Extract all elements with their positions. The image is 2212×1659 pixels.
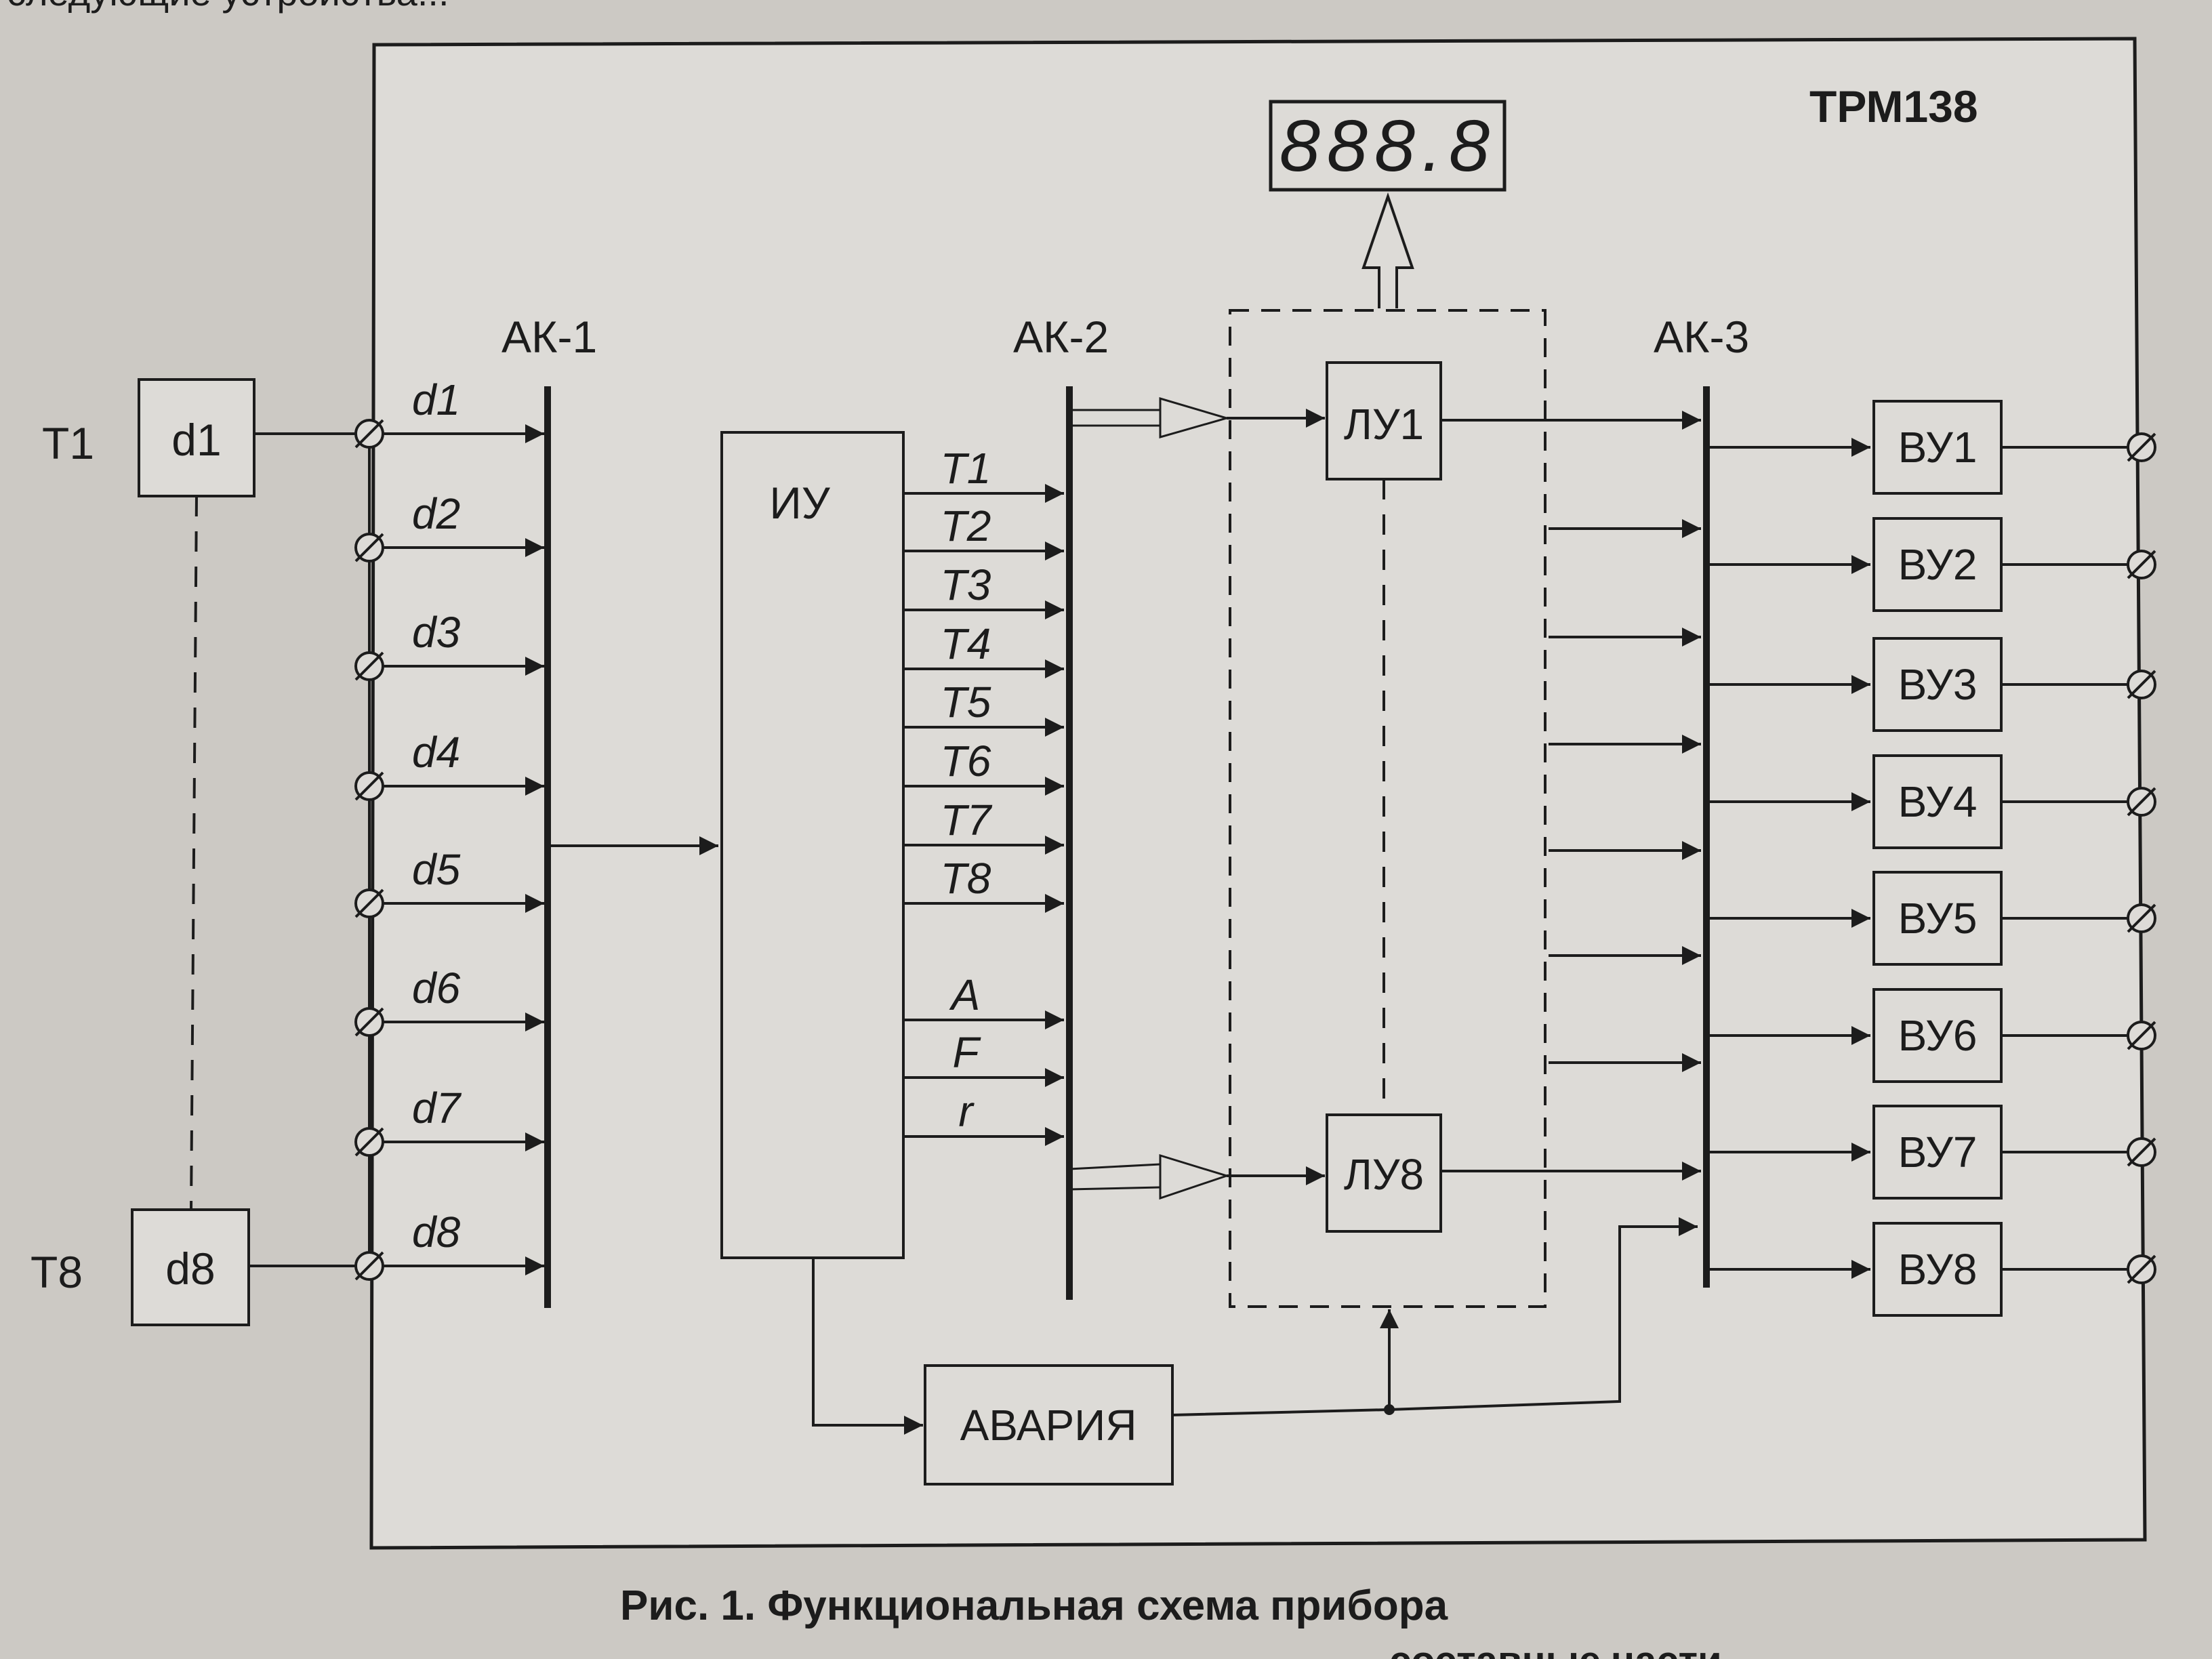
vu6-block bbox=[1872, 988, 2003, 1083]
alarm-label: АВАРИЯ bbox=[960, 1401, 1137, 1450]
input-label-d3: d3 bbox=[412, 608, 461, 657]
vu5-label: ВУ5 bbox=[1898, 894, 1978, 943]
vu6-label: ВУ6 bbox=[1898, 1011, 1978, 1060]
vu2-block bbox=[1872, 517, 2003, 612]
logic-block-dashed bbox=[1229, 309, 1547, 1308]
sensor-d8-box bbox=[131, 1208, 250, 1326]
terminal-slash-d1 bbox=[354, 419, 384, 449]
iu-output-label-A: A bbox=[949, 970, 981, 1019]
alarm-output-line bbox=[1172, 1217, 1698, 1416]
device-title: ТРМ138 bbox=[1809, 81, 1978, 131]
iu-output-label-T4: T4 bbox=[941, 619, 991, 668]
sensor-d1-box bbox=[138, 378, 255, 497]
alarm-block bbox=[924, 1364, 1174, 1486]
input-label-d4: d4 bbox=[412, 728, 460, 777]
vu7-label: ВУ7 bbox=[1898, 1128, 1978, 1176]
iu-output-label-T5: T5 bbox=[941, 678, 991, 726]
vu3-terminal-slash bbox=[2127, 670, 2156, 699]
ak1-label: АК-1 bbox=[501, 312, 597, 362]
iu-output-label-T7: T7 bbox=[941, 796, 993, 844]
alarm-junction-dot bbox=[1384, 1404, 1395, 1415]
vu1-terminal-slash bbox=[2127, 432, 2156, 462]
iu-to-alarm-line bbox=[812, 1258, 923, 1435]
ak2-to-lu8-hollow-arrow bbox=[1069, 1153, 1230, 1200]
vu1-label: ВУ1 bbox=[1898, 423, 1978, 472]
ak2-label: АК-2 bbox=[1013, 312, 1109, 362]
terminal-slash-d3 bbox=[354, 651, 384, 681]
vu3-label: ВУ3 bbox=[1898, 660, 1978, 709]
iu-output-label-F: F bbox=[952, 1028, 981, 1077]
terminal-slash-d4 bbox=[354, 771, 384, 801]
ak3-feed-group bbox=[1549, 519, 1701, 1072]
lu1-label: ЛУ1 bbox=[1344, 400, 1424, 449]
bottom-cutoff-text: составные части bbox=[1389, 1639, 1722, 1659]
terminal-slash-d7 bbox=[354, 1127, 384, 1157]
vu4-terminal-slash bbox=[2127, 787, 2156, 817]
terminal-slash-d6 bbox=[354, 1007, 384, 1037]
input-label-d1: d1 bbox=[412, 375, 460, 424]
iu-block bbox=[720, 431, 905, 1259]
vu4-block bbox=[1872, 754, 2003, 849]
terminal-slash-d5 bbox=[354, 888, 384, 918]
vu8-block bbox=[1872, 1222, 2003, 1317]
iu-label: ИУ bbox=[769, 478, 830, 528]
display-readout: 888.8 bbox=[1279, 104, 1496, 186]
ak3-label: АК-3 bbox=[1654, 312, 1749, 362]
lu8-label: ЛУ8 bbox=[1344, 1150, 1424, 1199]
ak1-input-group: d1 d2 d3 d4 d5 d6 d7 d8 bbox=[354, 375, 544, 1281]
display-arrow bbox=[1361, 192, 1414, 308]
iu-output-label-T1: T1 bbox=[941, 444, 991, 493]
vu7-terminal-slash bbox=[2127, 1137, 2156, 1167]
iu-output-label-T3: T3 bbox=[941, 560, 991, 609]
sensor-d1-label: d1 bbox=[171, 415, 221, 465]
vu8-label: ВУ8 bbox=[1898, 1245, 1978, 1294]
input-label-d2: d2 bbox=[412, 489, 460, 538]
terminal-slash-d2 bbox=[354, 533, 384, 562]
sensor-d8-label: d8 bbox=[165, 1244, 215, 1294]
ak2-to-lu1-hollow-arrow bbox=[1069, 396, 1231, 438]
digital-display bbox=[1269, 100, 1507, 192]
vu2-label: ВУ2 bbox=[1898, 540, 1978, 589]
input-label-d6: d6 bbox=[412, 964, 461, 1012]
input-t8-label: Т8 bbox=[30, 1247, 83, 1297]
vu7-block bbox=[1872, 1105, 2003, 1200]
figure-caption: Рис. 1. Функциональная схема прибора bbox=[620, 1582, 1448, 1629]
vu4-label: ВУ4 bbox=[1898, 777, 1978, 826]
terminal-slash-d8 bbox=[354, 1251, 384, 1281]
lu8-block bbox=[1326, 1113, 1442, 1233]
input-label-d5: d5 bbox=[412, 845, 461, 894]
input-label-d8: d8 bbox=[412, 1208, 461, 1256]
vu6-terminal-slash bbox=[2127, 1021, 2156, 1050]
iu-output-label-T2: T2 bbox=[941, 501, 991, 550]
vu5-block bbox=[1872, 871, 2003, 966]
iu-output-label-T8: T8 bbox=[941, 854, 991, 903]
iu-output-label-T6: T6 bbox=[941, 737, 991, 785]
top-cutoff-text: следующие устройства... bbox=[7, 0, 449, 14]
vu8-terminal-slash bbox=[2127, 1254, 2156, 1284]
sensor-dashed-link bbox=[190, 495, 198, 1210]
input-label-d7: d7 bbox=[412, 1084, 462, 1132]
vu5-terminal-slash bbox=[2127, 903, 2156, 933]
iu-output-label-r: r bbox=[958, 1087, 975, 1136]
input-t1-label: Т1 bbox=[42, 418, 94, 468]
vu2-terminal-slash bbox=[2127, 550, 2156, 579]
